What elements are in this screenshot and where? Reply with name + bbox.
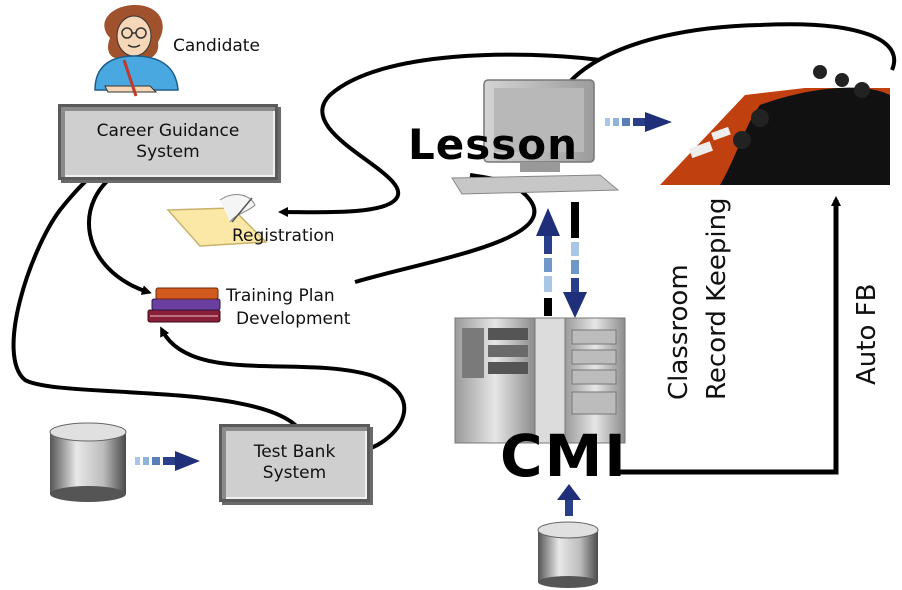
training-plan-label-2: Development <box>236 309 351 329</box>
training-plan-label-1: Training Plan <box>226 286 335 306</box>
test-bank-box[interactable]: Test Bank System <box>219 424 370 502</box>
paper-quill-icon <box>166 194 268 247</box>
auto-fb-label: Auto FB <box>852 283 882 385</box>
testbank-to-career-curve <box>11 159 307 441</box>
career-guidance-label-1: Career Guidance <box>96 121 240 141</box>
cmi-to-classroom-line <box>615 196 841 475</box>
lesson-to-registration-curve <box>278 52 601 218</box>
training-plan-label: Training Plan Development <box>226 285 350 331</box>
computer-monitor-icon <box>451 79 620 195</box>
server-rack-icon <box>454 317 626 444</box>
cmi-label: CMI <box>500 422 628 490</box>
classroom-label-2: Record Keeping <box>702 197 732 400</box>
candidate-label: Candidate <box>173 36 260 56</box>
woman-writing-icon <box>94 5 179 97</box>
career-to-training-curve <box>87 168 152 295</box>
arrow-lesson-to-cmi <box>563 202 587 318</box>
classroom-record-keeping-label: Classroom Record Keeping <box>660 197 736 400</box>
test-bank-label-1: Test Bank <box>253 442 336 462</box>
career-guidance-label-2: System <box>136 142 200 162</box>
test-bank-label-2: System <box>262 463 327 483</box>
classroom-label-1: Classroom <box>664 264 694 400</box>
dotted-arrow-database-testbank <box>135 451 200 471</box>
testbank-to-training-curve <box>160 326 407 452</box>
book-stack-icon <box>147 287 221 323</box>
career-guidance-box[interactable]: Career Guidance System <box>58 104 278 180</box>
meeting-table-icon <box>660 65 890 185</box>
database-cylinder-icon <box>49 422 127 502</box>
registration-label: Registration <box>232 226 335 246</box>
database-cylinder-icon-bottom <box>537 521 599 588</box>
arrow-database-to-cmi <box>557 484 581 516</box>
lesson-label: Lesson <box>408 120 579 169</box>
arrow-cmi-to-lesson <box>536 208 560 316</box>
dotted-arrow-lesson-classroom <box>605 112 672 132</box>
